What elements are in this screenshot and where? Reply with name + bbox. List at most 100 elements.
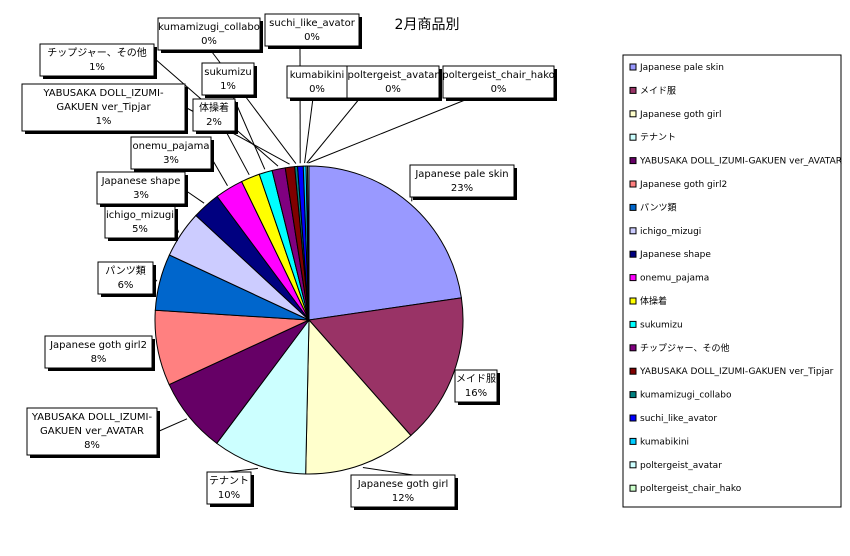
legend-swatch [629, 86, 637, 94]
data-label-box [350, 474, 456, 508]
legend-swatch [629, 344, 637, 352]
legend-swatch [629, 367, 637, 375]
legend-item-11: sukumizu [629, 320, 683, 330]
legend-item-10: 体操着 [629, 295, 667, 307]
leader-line-3 [227, 467, 258, 473]
legend-label: 体操着 [640, 295, 667, 307]
data-label-percent: 1% [96, 116, 112, 127]
legend-item-3: テナント [629, 132, 676, 143]
data-label-box [286, 65, 348, 99]
data-label-percent: 23% [451, 183, 473, 194]
data-label-box [104, 205, 176, 239]
data-label-17: poltergeist_avatar 0% [346, 65, 442, 101]
data-label-box [201, 62, 255, 96]
leader-line-4 [156, 418, 188, 433]
legend-label: kumabikini [640, 437, 689, 447]
pie-slices [154, 165, 464, 475]
legend-swatch [629, 461, 637, 469]
chart-title: 2月商品別 [395, 17, 460, 33]
data-label-3: テナント 10% [206, 471, 254, 507]
legend-item-4: YABUSAKA DOLL_IZUMI-GAKUEN ver_AVATAR [629, 157, 842, 167]
data-label-box [192, 98, 236, 132]
legend-box [622, 54, 842, 508]
legend-swatch [629, 274, 637, 282]
legend-label: Japanese pale skin [639, 63, 724, 73]
legend-label: Japanese goth girl2 [639, 180, 727, 190]
data-label-name: kumamizugi_collabo [158, 22, 260, 33]
legend-item-14: kumamizugi_collabo [629, 391, 732, 401]
legend-label: Japanese goth girl [639, 110, 721, 120]
leader-line-18 [308, 97, 471, 164]
data-label-percent: 10% [218, 490, 240, 501]
data-label-name: YABUSAKA DOLL_IZUMI- [31, 412, 153, 423]
data-label-percent: 0% [491, 84, 507, 95]
data-label-box [206, 471, 252, 505]
data-label-box [21, 83, 186, 132]
legend-label: suchi_like_avator [640, 414, 717, 424]
legend-item-5: Japanese goth girl2 [629, 180, 727, 190]
data-label-name: Japanese pale skin [414, 169, 508, 180]
data-label-percent: 1% [220, 81, 236, 92]
legend-item-16: kumabikini [629, 437, 689, 447]
legend-swatch [629, 484, 637, 492]
data-label-percent: 0% [304, 32, 320, 43]
leader-line-16 [304, 97, 314, 164]
data-label-box [97, 261, 154, 295]
data-label-name: onemu_pajama [133, 141, 210, 152]
legend-item-12: チップジャー、その他 [629, 342, 729, 354]
legend-item-2: Japanese goth girl [629, 110, 721, 120]
data-label-box [346, 65, 440, 99]
data-label-name: YABUSAKA DOLL_IZUMI- [42, 88, 164, 99]
data-label-name: チップジャー、その他 [47, 46, 146, 59]
data-label-name: Japanese shape [101, 176, 181, 187]
legend-item-15: suchi_like_avator [629, 414, 717, 424]
data-label-name: パンツ類 [105, 265, 146, 277]
data-label-name: メイド服 [456, 373, 496, 385]
data-label-percent: 5% [132, 224, 148, 235]
legend-swatch [629, 180, 637, 188]
leader-line-17 [306, 97, 361, 164]
legend-label: テナント [640, 132, 676, 143]
data-label-percent: 1% [89, 62, 105, 73]
legend-label: パンツ類 [640, 202, 676, 213]
data-label-name: poltergeist_avatar [348, 70, 440, 81]
legend-label: YABUSAKA DOLL_IZUMI-GAKUEN ver_AVATAR [639, 157, 842, 167]
legend-swatch [629, 437, 637, 445]
data-label-percent: 0% [309, 84, 325, 95]
legend: Japanese pale skin メイド服 Japanese goth girl… [622, 54, 842, 508]
legend-label: YABUSAKA DOLL_IZUMI-GAKUEN ver_Tipjar [639, 367, 834, 377]
data-label-12: チップジャー、その他 1% [39, 43, 157, 79]
pie-slice-1 [308, 297, 464, 437]
legend-label: onemu_pajama [640, 274, 709, 284]
legend-item-13: YABUSAKA DOLL_IZUMI-GAKUEN ver_Tipjar [629, 367, 834, 377]
legend-swatch [629, 320, 637, 328]
data-label-box [96, 171, 186, 205]
data-label-name: テナント [209, 475, 249, 487]
legend-swatch [629, 157, 637, 165]
data-label-box [44, 335, 153, 369]
data-label-percent: 3% [133, 190, 149, 201]
legend-label: ichigo_mizugi [640, 227, 701, 237]
data-label-percent: 3% [163, 155, 179, 166]
data-label-box [409, 164, 515, 198]
data-label-percent: 8% [84, 440, 100, 451]
legend-label: poltergeist_chair_hako [640, 484, 742, 494]
pie-slice-18 [307, 165, 310, 321]
legend-swatch [629, 203, 637, 211]
data-label-box [442, 65, 555, 99]
legend-item-1: メイド服 [629, 85, 676, 96]
legend-swatch [629, 414, 637, 422]
data-label-8: Japanese shape 3% [96, 171, 188, 207]
data-label-percent: 0% [385, 84, 401, 95]
